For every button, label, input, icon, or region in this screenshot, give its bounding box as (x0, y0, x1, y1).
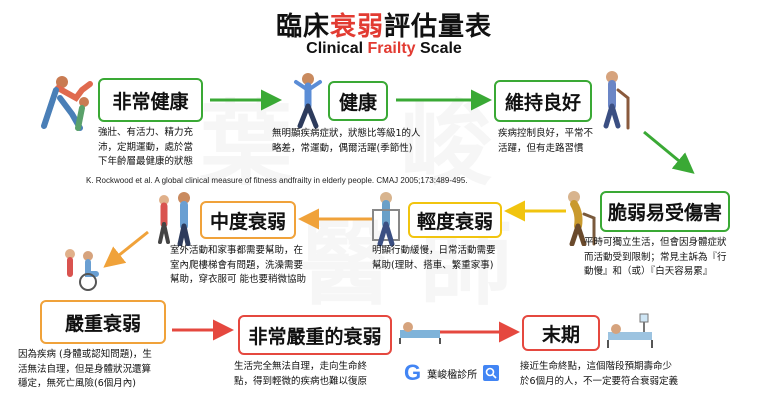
stage-managing-well-description: 疾病控制良好，平常不活躍，但有走路習慣 (498, 128, 594, 154)
stage-moderately-frail-description: 室外活動和家事都需要幫助，在室內爬樓梯會有問題，洗澡需要幫助，穿衣服可 能也要稍… (170, 245, 307, 285)
arrow-3-4 (643, 130, 695, 174)
stage-mildly-frail-description: 明顯行動緩慢，日常活動需要幫助(理財、搭車、繁重家事) (372, 245, 496, 271)
page-title: 臨床衰弱評估量表 (275, 12, 493, 42)
stage-terminally-ill-description: 接近生命終點，這個階段預期壽命少於6個月的人，不一定要符合衰弱定義 (520, 361, 679, 387)
stage-fit-description: 無明顯疾病症狀，狀態比等級1的人略差，常運動，偶爾活躍(季節性) (272, 128, 421, 154)
stage-moderately-frail-box: 中度衰弱 (200, 201, 296, 239)
figure-moderately-frail-icon (158, 192, 191, 246)
stage-terminally-ill-box: 末期 (522, 315, 600, 351)
arrow-6-7 (103, 230, 149, 268)
page-subtitle: Clinical Frailty Scale (306, 40, 462, 57)
search-icon (483, 365, 500, 381)
clinic-logo: G 葉峻楹診所 (404, 360, 500, 386)
stage-very-severely-frail-description: 生活完全無法自理，走向生命終點，得到輕微的疾病也難以復原 (234, 361, 368, 387)
clinic-name: 葉峻楹診所 (427, 369, 478, 381)
stage-managing-well-box: 維持良好 (494, 80, 592, 122)
stage-very-fit-box: 非常健康 (98, 78, 203, 122)
figure-very-severely-frail-icon (399, 322, 441, 344)
figure-very-fit-icon (41, 76, 93, 131)
citation: K. Rockwood et al. A global clinical mea… (86, 176, 468, 185)
stage-vulnerable-box: 脆弱易受傷害 (600, 191, 730, 232)
google-logo-icon: G (404, 360, 422, 385)
stage-fit-box: 健康 (328, 81, 388, 121)
figure-vulnerable-icon (568, 191, 596, 246)
figure-managing-well-icon (603, 71, 630, 130)
figure-mildly-frail-icon (372, 192, 400, 247)
stage-severely-frail-box: 嚴重衰弱 (40, 300, 166, 344)
stage-mildly-frail-box: 輕度衰弱 (408, 202, 502, 238)
figure-terminally-ill-icon (607, 313, 653, 348)
stage-severely-frail-description: 因為疾病 (身體或認知問題)，生活無法自理，但是身體狀況還算穩定，無死亡風險(6… (18, 349, 152, 389)
stage-very-fit-description: 強壯、有活力、精力充沛，定期運動，處於當下年齡層最健康的狀態 (98, 127, 194, 167)
figure-fit-icon (294, 73, 322, 129)
figure-severely-frail-icon (65, 249, 99, 291)
stage-vulnerable-description: 平時可獨立生活，但會因身體症狀而活動受到限制；常見主訴為『行動慢』和（或）『白天… (584, 237, 727, 277)
stage-very-severely-frail-box: 非常嚴重的衰弱 (238, 315, 392, 355)
